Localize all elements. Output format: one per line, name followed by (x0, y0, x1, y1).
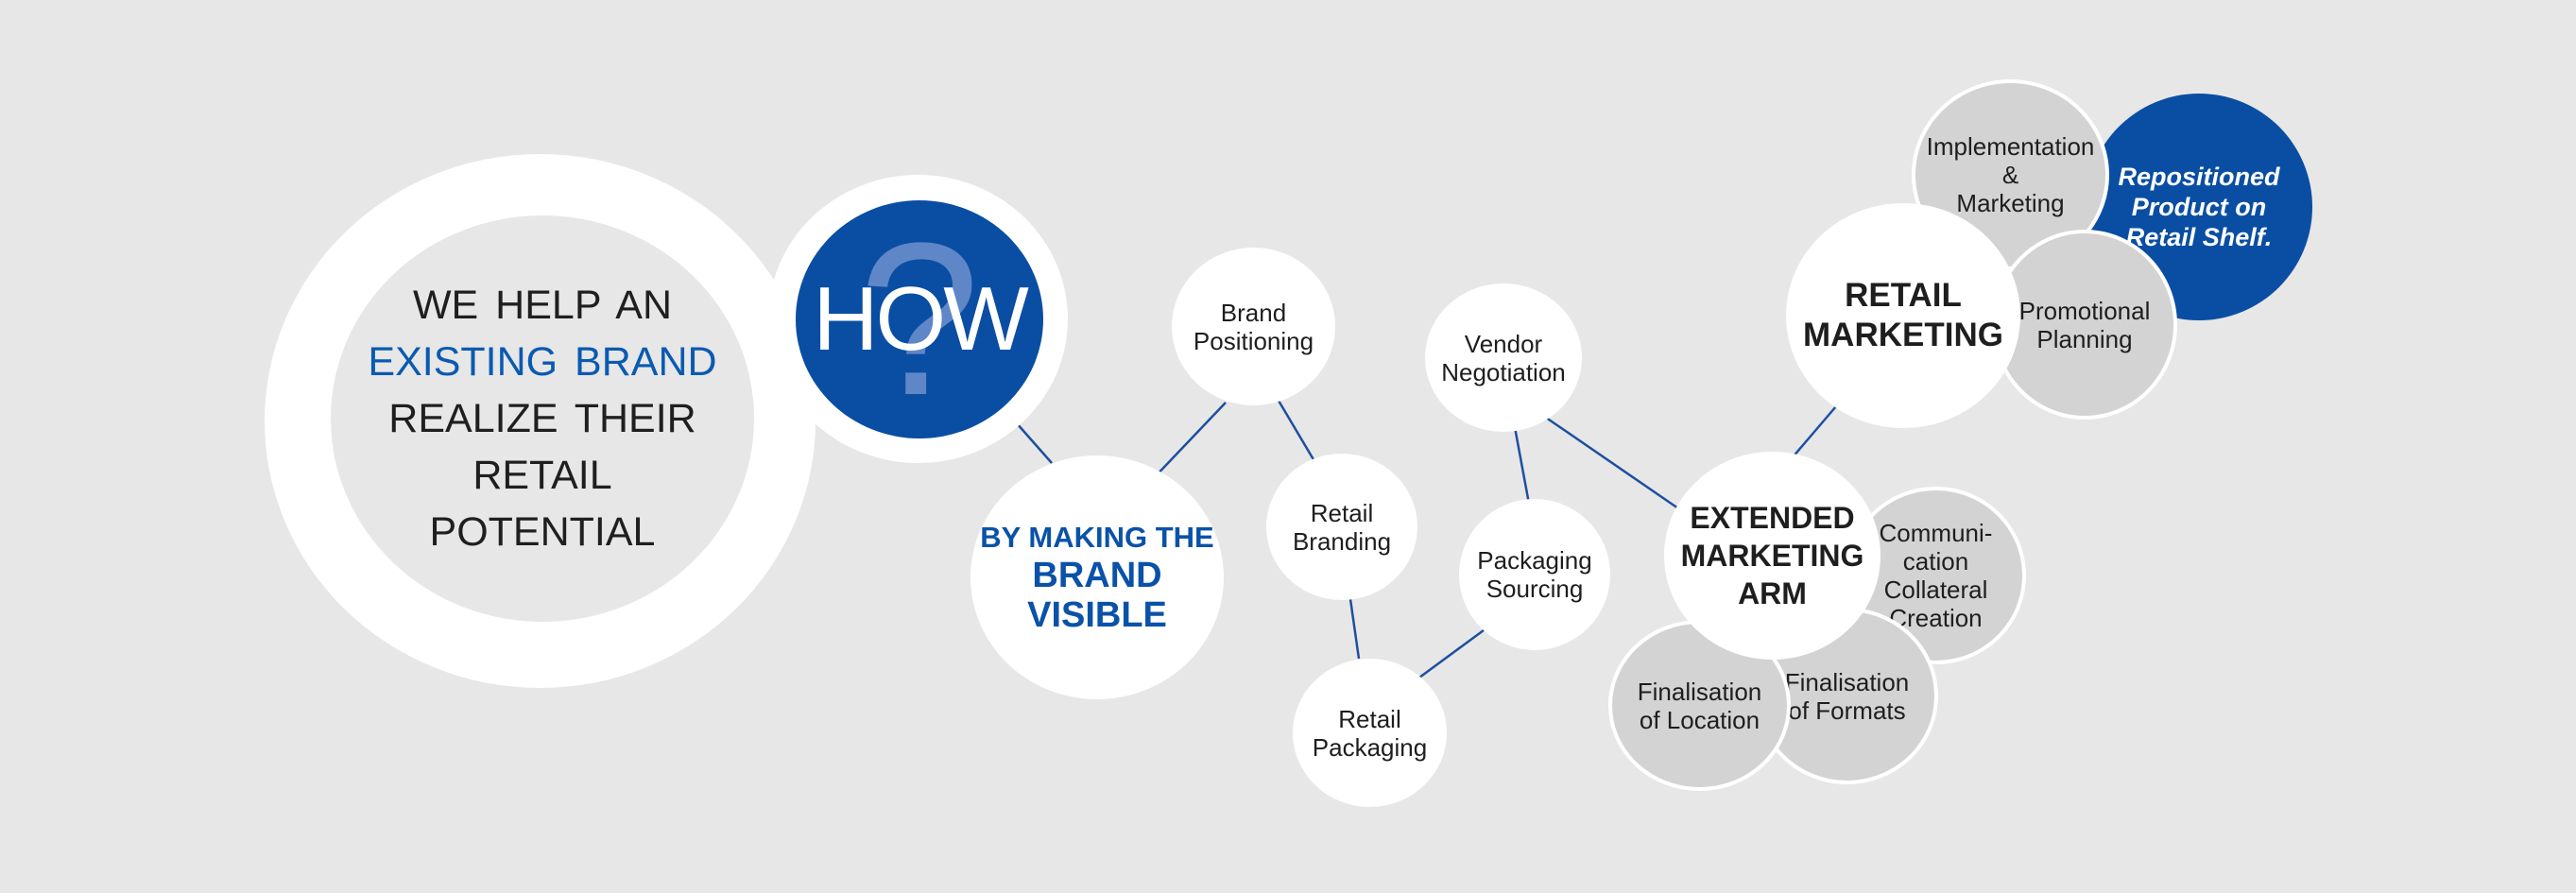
inner-ring (331, 215, 754, 622)
headline-line-5: POTENTIAL (429, 509, 656, 555)
node-label: Repositioned (2118, 163, 2280, 191)
node-label: Collateral (1883, 575, 1988, 604)
node-packaging-sourcing: Packaging Sourcing (1459, 499, 1610, 650)
node-retail-branding: Retail Branding (1266, 454, 1417, 600)
node-label: Retail Shelf. (2125, 223, 2273, 251)
node-label: Product on (2131, 193, 2267, 221)
node-label: cation (1902, 547, 1969, 575)
node-retail-marketing: RETAIL MARKETING (1786, 203, 2020, 428)
node-label: of Location (1639, 705, 1760, 734)
node-label: Packaging (1312, 732, 1428, 762)
node-communication-collateral: Communi- cation Collateral Creation (1846, 487, 2026, 664)
headline-line-3: REALIZE THEIR (388, 396, 696, 441)
headline-line-4: RETAIL (472, 453, 612, 498)
node-label: Sourcing (1485, 575, 1584, 603)
how-label: HOW (813, 268, 1029, 369)
node-label: EXTENDED (1690, 501, 1855, 535)
node-brand-visible: BY MAKING THE BRAND VISIBLE (970, 455, 1224, 699)
node-extended-marketing-arm: EXTENDED MARKETING ARM (1664, 452, 1880, 660)
node-label: Vendor (1464, 329, 1543, 358)
node-label: Brand (1220, 298, 1287, 327)
headline-line-2: EXISTING BRAND (368, 339, 717, 385)
node-label: Planning (2036, 324, 2133, 353)
node-label: Implementation (1926, 132, 2095, 161)
node-label: Finalisation (1784, 667, 1910, 696)
node-vendor-negotiation: Vendor Negotiation (1425, 283, 1582, 432)
node-retail-packaging: Retail Packaging (1293, 659, 1447, 807)
node-label: Retail (1338, 704, 1401, 733)
node-label: Positioning (1193, 326, 1314, 355)
node-label: MARKETING (1680, 539, 1864, 573)
node-label: Marketing (1956, 189, 2065, 217)
node-label: BY MAKING THE (980, 521, 1214, 554)
question-mark-icon: ? (859, 197, 980, 440)
node-label: BRAND (1032, 556, 1162, 595)
how-badge (796, 200, 1043, 438)
node-brand-positioning: Brand Positioning (1172, 248, 1335, 405)
node-label: Retail (1310, 498, 1374, 527)
node-label: Packaging (1477, 546, 1592, 575)
node-label: Promotional (2018, 296, 2151, 325)
node-label: RETAIL (1845, 277, 1962, 314)
headline: WE HELP AN EXISTING BRAND REALIZE THEIR … (331, 215, 754, 622)
node-label: & (2001, 161, 2019, 189)
headline-line-1: WE HELP AN (412, 283, 673, 328)
node-label: VISIBLE (1027, 595, 1167, 635)
node-label: Communi- (1879, 519, 1993, 547)
node-label: MARKETING (1803, 317, 2003, 353)
node-label: Branding (1292, 526, 1392, 556)
node-label: ARM (1738, 576, 1807, 610)
node-label: Negotiation (1441, 357, 1566, 386)
node-label: Finalisation (1637, 677, 1762, 706)
node-label: of Formats (1788, 696, 1906, 725)
